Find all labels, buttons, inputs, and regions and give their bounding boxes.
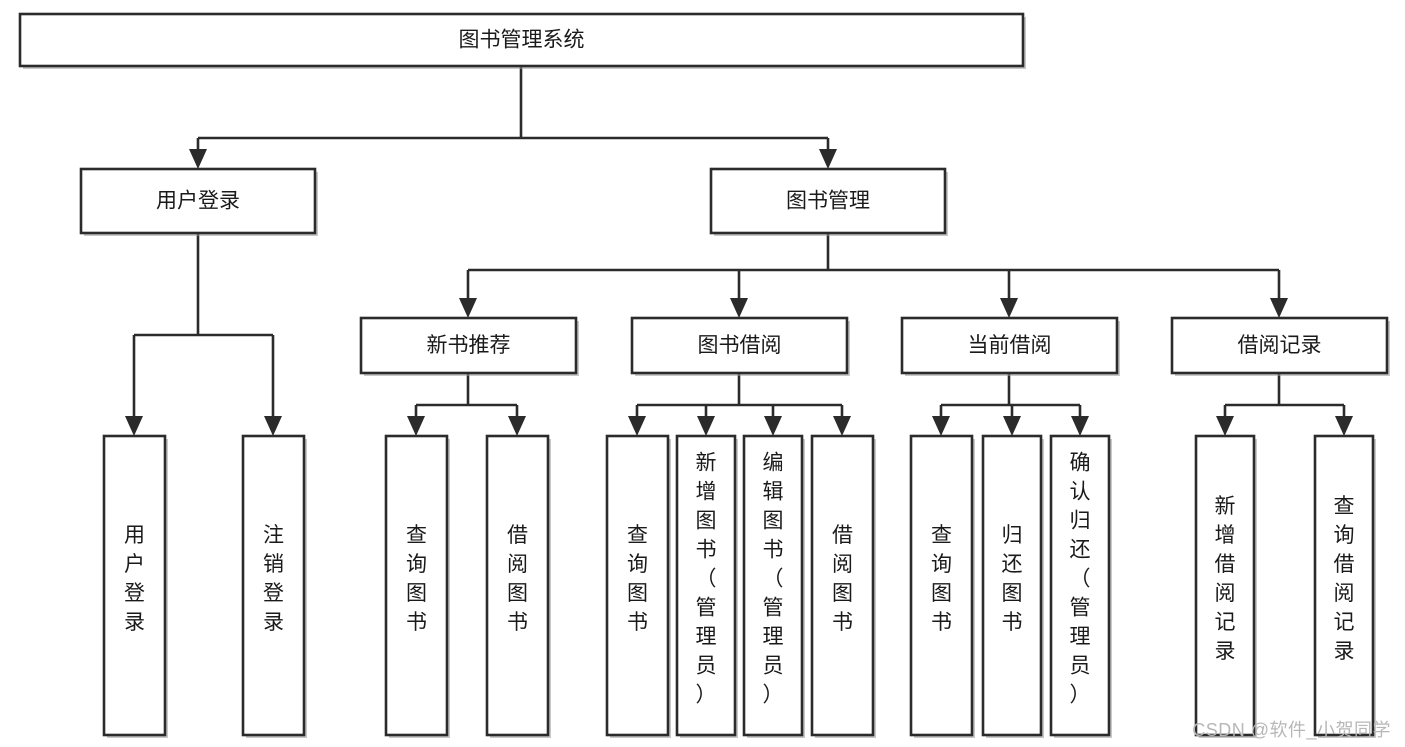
node-box	[359, 316, 578, 375]
node-label: 用户登录	[124, 524, 145, 634]
node-label: 查询图书	[406, 524, 427, 634]
node-label: 新增图书（管理员）	[696, 452, 717, 707]
node-label: 图书管理系统	[459, 29, 585, 52]
node-label: 当前借阅	[968, 334, 1052, 357]
edge-group-borrow-children	[628, 373, 851, 436]
edge-arrowhead	[459, 298, 477, 318]
node-box	[1049, 434, 1111, 737]
node-leaf-logout[interactable]: 注销登录	[241, 434, 307, 738]
node-book-manage[interactable]: 图书管理	[709, 167, 948, 236]
edge-group-root-children	[189, 66, 837, 169]
edge-arrowhead	[932, 416, 950, 436]
node-leaf-add-book[interactable]: 新增图书（管理员）	[675, 434, 738, 738]
node-label: 查询图书	[931, 524, 952, 634]
edge-group-recommend-children	[407, 373, 526, 436]
edge-group-user-login-children	[125, 233, 282, 436]
node-label: 借阅记录	[1238, 334, 1322, 357]
node-leaf-query-book-3[interactable]: 查询图书	[909, 434, 975, 738]
node-box	[981, 434, 1043, 737]
node-leaf-borrow-book-2[interactable]: 借阅图书	[810, 434, 876, 738]
node-leaf-query-book-2[interactable]: 查询图书	[605, 434, 671, 738]
edge-arrowhead	[1071, 416, 1089, 436]
node-current-borrow[interactable]: 当前借阅	[900, 316, 1120, 376]
node-leaf-user-login[interactable]: 用户登录	[102, 434, 168, 738]
edge-arrowhead	[407, 416, 425, 436]
node-box	[485, 434, 550, 737]
node-box	[79, 167, 317, 235]
node-layer: 图书管理系统用户登录图书管理新书推荐图书借阅当前借阅借阅记录用户登录注销登录查询…	[18, 12, 1390, 738]
node-leaf-query-book-1[interactable]: 查询图书	[384, 434, 450, 738]
edge-arrowhead	[628, 416, 646, 436]
node-label: 查询图书	[627, 524, 648, 634]
node-label: 新增借阅记录	[1215, 495, 1236, 663]
edge-arrowhead	[1335, 416, 1353, 436]
node-leaf-edit-book[interactable]: 编辑图书（管理员）	[742, 434, 805, 738]
watermark-text: CSDN @软件_小贺同学	[1192, 720, 1391, 740]
node-box	[675, 434, 737, 737]
edge-arrowhead	[697, 416, 715, 436]
node-box	[900, 316, 1119, 375]
edge-group-book-manage-children	[459, 233, 1288, 318]
node-label: 确认归还（管理员）	[1070, 452, 1091, 707]
node-box	[241, 434, 306, 737]
node-box	[909, 434, 974, 737]
edge-arrowhead	[819, 149, 837, 169]
node-box	[709, 167, 947, 235]
edge-arrowhead	[189, 149, 207, 169]
node-box	[384, 434, 449, 737]
node-box	[742, 434, 804, 737]
node-box	[605, 434, 670, 737]
node-leaf-return-book[interactable]: 归还图书	[981, 434, 1044, 738]
node-box	[1170, 316, 1389, 375]
node-leaf-query-record[interactable]: 查询借阅记录	[1313, 434, 1376, 738]
edge-layer	[125, 66, 1353, 436]
edge-group-record-children	[1216, 373, 1353, 436]
node-label: 编辑图书（管理员）	[763, 452, 784, 707]
node-label: 查询借阅记录	[1334, 495, 1355, 663]
node-label: 注销登录	[263, 524, 284, 634]
edge-arrowhead	[1000, 298, 1018, 318]
node-label: 用户登录	[156, 190, 240, 213]
edge-arrowhead	[730, 298, 748, 318]
edge-arrowhead	[264, 416, 282, 436]
edge-arrowhead	[1216, 416, 1234, 436]
node-label: 图书借阅	[698, 334, 782, 357]
node-box	[18, 12, 1025, 68]
node-borrow-record[interactable]: 借阅记录	[1170, 316, 1390, 376]
node-label: 归还图书	[1002, 524, 1023, 634]
node-leaf-borrow-book-1[interactable]: 借阅图书	[485, 434, 551, 738]
node-user-login[interactable]: 用户登录	[79, 167, 318, 236]
edge-group-current-children	[932, 373, 1089, 436]
node-box	[1313, 434, 1375, 737]
edge-arrowhead	[125, 416, 143, 436]
node-box	[810, 434, 875, 737]
node-label: 图书管理	[786, 190, 870, 213]
edge-arrowhead	[508, 416, 526, 436]
node-box	[630, 316, 849, 375]
edge-arrowhead	[764, 416, 782, 436]
edge-arrowhead	[833, 416, 851, 436]
node-label: 新书推荐	[427, 334, 511, 357]
node-label: 借阅图书	[507, 524, 528, 634]
node-leaf-add-record[interactable]: 新增借阅记录	[1194, 434, 1257, 738]
node-root[interactable]: 图书管理系统	[18, 12, 1026, 69]
node-box	[102, 434, 167, 737]
node-box	[1194, 434, 1256, 737]
edge-arrowhead	[1003, 416, 1021, 436]
node-leaf-confirm-return[interactable]: 确认归还（管理员）	[1049, 434, 1112, 738]
node-new-book-recommend[interactable]: 新书推荐	[359, 316, 579, 376]
node-book-borrow[interactable]: 图书借阅	[630, 316, 850, 376]
edge-arrowhead	[1270, 298, 1288, 318]
node-label: 借阅图书	[832, 524, 853, 634]
